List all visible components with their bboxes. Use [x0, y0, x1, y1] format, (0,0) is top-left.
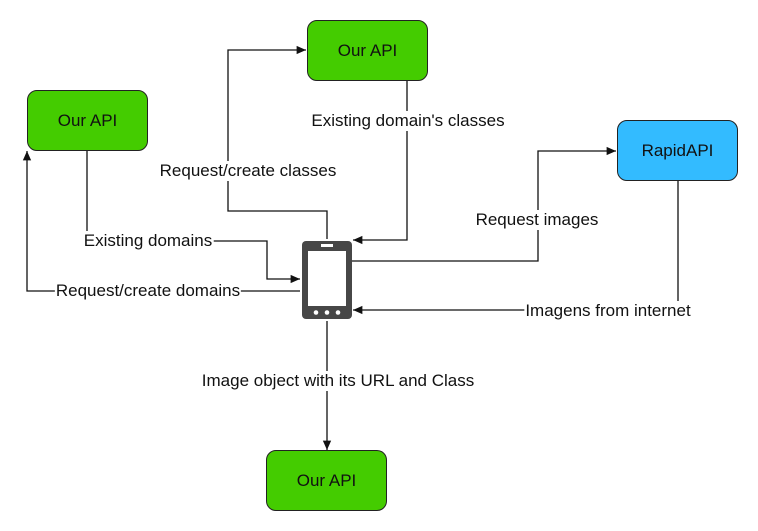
node-label: Our API	[296, 470, 357, 490]
edge-label-request-create-classes: Request/create classes	[158, 161, 338, 181]
node-label: RapidAPI	[641, 140, 714, 160]
edge-label-request-create-domains: Request/create domains	[54, 281, 242, 301]
edge-existing-domains-classes	[353, 80, 408, 245]
edge-existing-domains	[86, 150, 300, 284]
edge-label-existing-domains: Existing domains	[82, 231, 214, 251]
edge-label-imagens-from-internet: Imagens from internet	[524, 301, 692, 321]
node-our-api-left: Our API	[27, 90, 148, 151]
edge-label-request-images: Request images	[474, 210, 600, 230]
node-label: Our API	[57, 110, 118, 130]
edge-imagens-from-internet	[353, 181, 679, 315]
edge-request-create-classes	[227, 45, 328, 239]
edge-label-existing-domains-classes: Existing domain's classes	[310, 111, 506, 131]
node-rapidapi: RapidAPI	[617, 120, 738, 181]
edge-request-images	[352, 146, 616, 262]
node-our-api-top: Our API	[307, 20, 428, 81]
node-our-api-bottom: Our API	[266, 450, 387, 511]
mobile-phone-icon	[302, 241, 352, 319]
edge-label-image-object: Image object with its URL and Class	[200, 371, 476, 391]
node-label: Our API	[337, 40, 398, 60]
